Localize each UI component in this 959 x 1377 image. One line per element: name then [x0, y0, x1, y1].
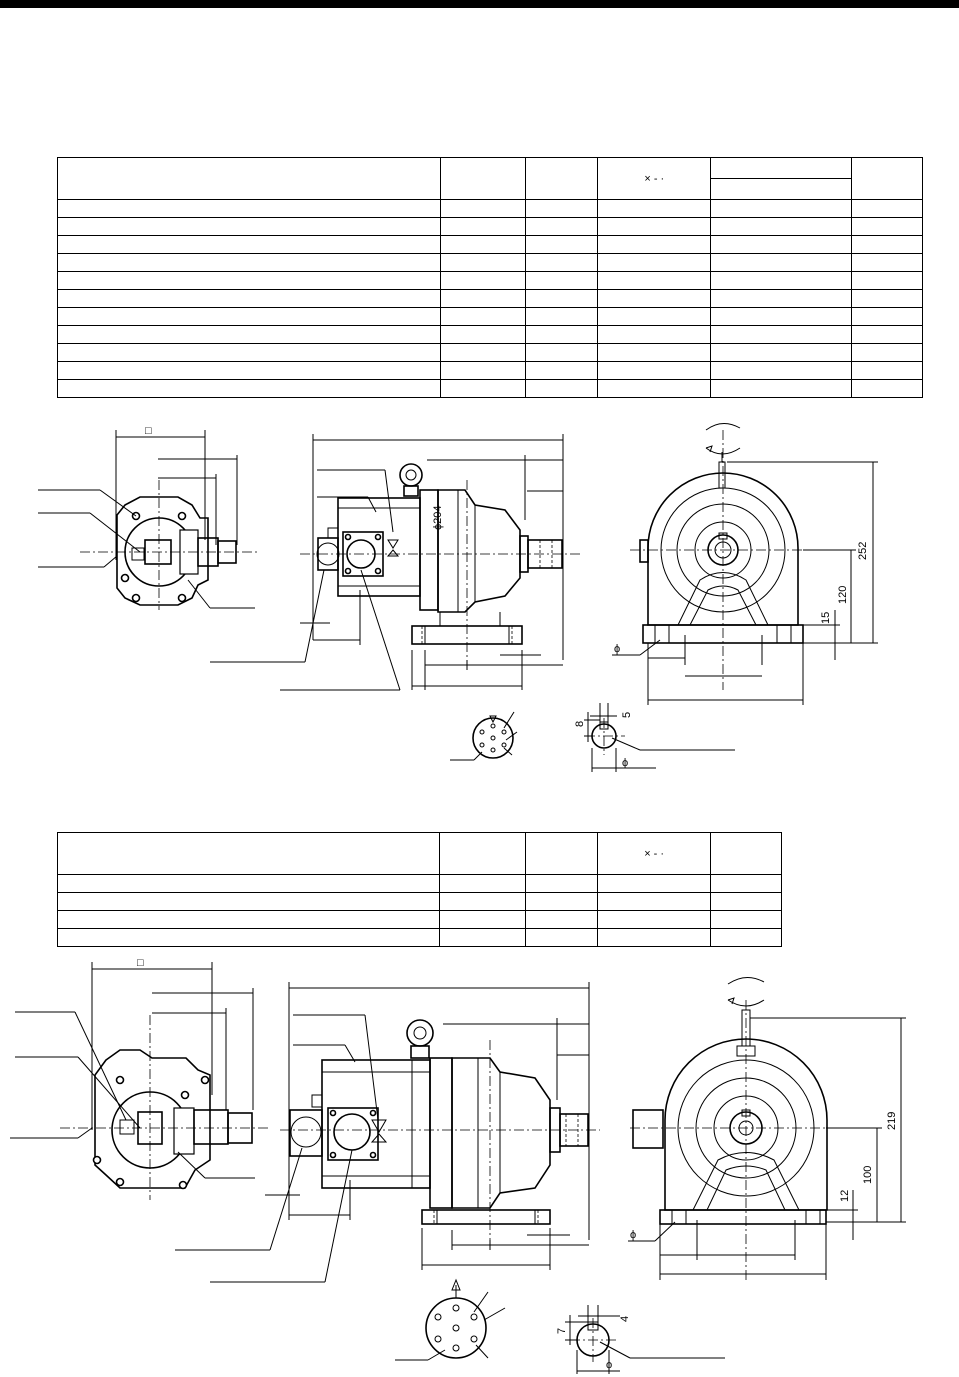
- phi-symbol: ϕ: [606, 1359, 612, 1371]
- dim-219: 219: [886, 1112, 898, 1130]
- dim-100: 100: [862, 1166, 874, 1184]
- table-row: [57, 325, 923, 344]
- spec-table-1: × - ·: [57, 157, 923, 398]
- table-row: [56, 910, 782, 929]
- spec-table-2: × - ·: [56, 832, 782, 947]
- drawing-2-end-view: □: [10, 957, 270, 1200]
- dim-120: 120: [837, 586, 849, 604]
- table-row: [57, 235, 923, 254]
- top-rule: [0, 0, 959, 8]
- dim-8: 8: [574, 721, 586, 727]
- drawing-1-end-view: □: [38, 425, 260, 610]
- dim-252: 252: [857, 542, 869, 560]
- drawing-1-shaft-detail: 8 5 ϕ: [574, 703, 735, 772]
- table-header-row: × - ·: [56, 832, 782, 875]
- drawing-2: □: [10, 957, 906, 1374]
- phi-symbol: ϕ: [630, 1229, 636, 1241]
- drawing-2-connector-detail: [395, 1278, 506, 1361]
- dim-4: 4: [619, 1316, 631, 1322]
- ratio-header: × - ·: [597, 832, 712, 875]
- phi-symbol: ϕ: [622, 757, 628, 769]
- drawing-1-side-view: ϕ204: [210, 434, 580, 691]
- table-row: [57, 379, 923, 398]
- table-row: [57, 253, 923, 272]
- drawing-1-connector-detail: [450, 711, 518, 761]
- dim-15: 15: [820, 612, 832, 624]
- dim-5: 5: [621, 712, 633, 718]
- dim-7: 7: [556, 1328, 568, 1334]
- table-row: [56, 874, 782, 893]
- table-row: [56, 928, 782, 947]
- square-symbol: □: [145, 425, 152, 437]
- dim-dia-204: ϕ204: [432, 505, 444, 530]
- drawing-2-shaft-detail: 7 4 ϕ: [556, 1305, 725, 1374]
- square-symbol: □: [137, 957, 144, 969]
- drawing-2-front-view: 219 100 12 ϕ: [628, 977, 906, 1280]
- drawing-1-front-view: 252 120 15 ϕ: [612, 423, 878, 705]
- drawing-1: □: [38, 423, 878, 772]
- ratio-header: × - ·: [597, 157, 712, 200]
- table-header-row: × - ·: [57, 157, 923, 200]
- dim-12: 12: [839, 1190, 851, 1202]
- table-row: [57, 217, 923, 236]
- table-row: [57, 271, 923, 290]
- drawing-2-side-view: [175, 982, 600, 1283]
- phi-symbol: ϕ: [614, 643, 620, 655]
- table-row: [57, 361, 923, 380]
